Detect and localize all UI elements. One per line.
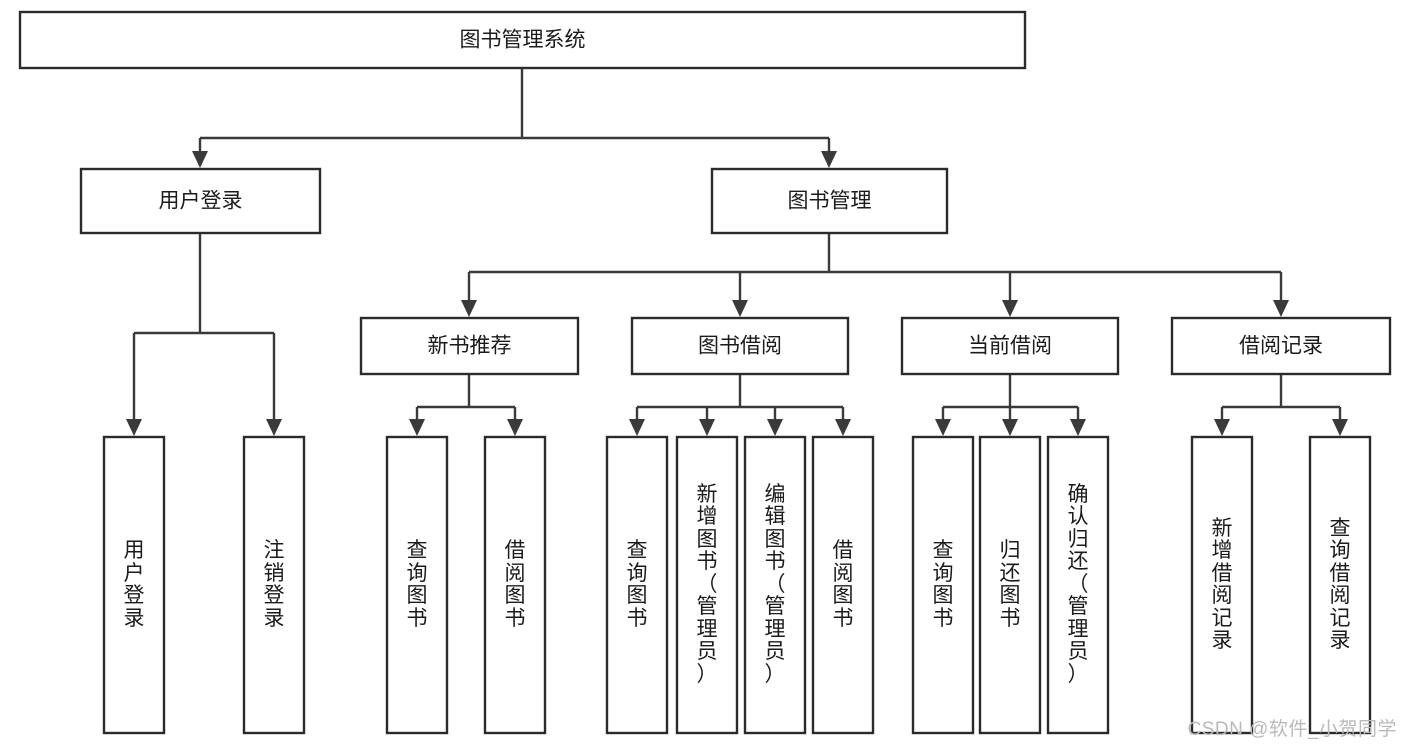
node-label-records: 借阅记录 [1239,335,1323,358]
node-bookmgmt[interactable]: 图书管理 [710,167,949,235]
node-leaf-rec-query[interactable] [1308,435,1372,735]
connector-elbow-root [192,68,837,168]
node-label-newbook: 新书推荐 [428,335,512,358]
node-leaf-borrow-query[interactable] [605,435,669,735]
connector-elbow-newbook [409,374,523,436]
node-label-current: 当前借阅 [968,335,1052,358]
connector-elbow-records [1214,374,1348,436]
node-label-root: 图书管理系统 [460,29,586,52]
node-leaf-cur-return[interactable] [978,435,1042,735]
watermark-text: CSDN @软件_小贺同学 [1187,719,1397,740]
connector-elbow-login [126,233,282,436]
node-records[interactable]: 借阅记录 [1170,316,1392,376]
connector-elbow-current [935,374,1086,436]
node-leaf-user-login[interactable] [102,435,166,735]
node-label-bookmgmt: 图书管理 [788,190,872,213]
node-leaf-new-borrow[interactable] [483,435,547,735]
node-label-borrow: 图书借阅 [698,335,782,358]
node-leaf-rec-add[interactable] [1190,435,1254,735]
node-leaf-new-query[interactable] [385,435,449,735]
node-leaf-cur-confirm[interactable] [1046,435,1110,735]
node-borrow[interactable]: 图书借阅 [630,316,850,376]
connector-elbow-bookmgmt [461,233,1289,317]
node-label-login: 用户登录 [159,190,243,213]
node-leaf-user-logout[interactable] [242,435,306,735]
node-newbook[interactable]: 新书推荐 [359,316,580,376]
node-current[interactable]: 当前借阅 [900,316,1120,376]
connector-layer [126,68,1348,436]
node-login[interactable]: 用户登录 [79,167,322,235]
node-leaf-borrow-lend[interactable] [811,435,875,735]
node-leaf-borrow-edit[interactable] [743,435,807,735]
node-leaf-borrow-add[interactable] [675,435,739,735]
connector-elbow-borrow [629,374,851,436]
node-root[interactable]: 图书管理系统 [18,10,1027,70]
node-leaf-cur-query[interactable] [911,435,975,735]
